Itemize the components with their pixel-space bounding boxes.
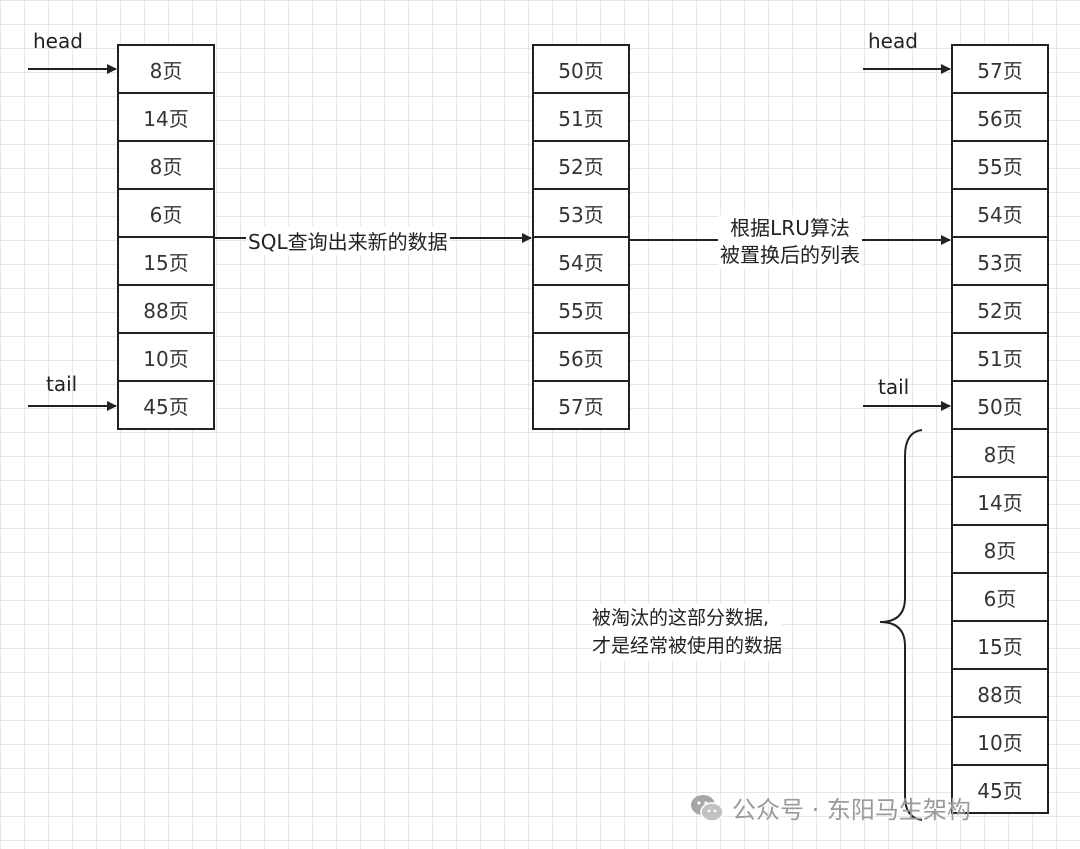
list-cell: 10页 [119, 334, 213, 382]
list-cell: 51页 [953, 334, 1047, 382]
list-cell: 56页 [534, 334, 628, 382]
arrow2-label-line2: 被置换后的列表 [720, 243, 860, 267]
right-tail-label: tail [878, 375, 910, 399]
list-cell: 88页 [119, 286, 213, 334]
right-page-list: 57页 56页 55页 54页 53页 52页 51页 50页 8页 14页 8… [951, 44, 1049, 814]
middle-page-list: 50页 51页 52页 53页 54页 55页 56页 57页 [532, 44, 630, 430]
arrow2-label: 根据LRU算法 被置换后的列表 [718, 215, 862, 269]
left-page-list: 8页 14页 8页 6页 15页 88页 10页 45页 [117, 44, 215, 430]
left-head-label: head [33, 29, 83, 53]
list-cell: 54页 [953, 190, 1047, 238]
arrow1-label: SQL查询出来新的数据 [246, 226, 450, 255]
wechat-icon [691, 794, 724, 822]
list-cell: 57页 [534, 382, 628, 428]
list-cell: 52页 [953, 286, 1047, 334]
list-cell: 52页 [534, 142, 628, 190]
list-cell: 53页 [534, 190, 628, 238]
list-cell: 45页 [953, 766, 1047, 812]
list-cell: 8页 [119, 142, 213, 190]
watermark-text: 公众号 · 东阳马生架构 [732, 796, 971, 824]
list-cell: 55页 [534, 286, 628, 334]
arrow2-label-line1: 根据LRU算法 [730, 216, 850, 240]
list-cell: 56页 [953, 94, 1047, 142]
brace-note-line1: 被淘汰的这部分数据, [592, 607, 770, 629]
curly-brace [879, 429, 923, 821]
watermark: 公众号 · 东阳马生架构 [690, 790, 971, 825]
list-cell: 45页 [119, 382, 213, 428]
left-tail-label: tail [46, 372, 78, 396]
list-cell: 14页 [953, 478, 1047, 526]
list-cell: 88页 [953, 670, 1047, 718]
right-head-label: head [868, 29, 918, 53]
list-cell: 6页 [119, 190, 213, 238]
list-cell: 8页 [953, 526, 1047, 574]
list-cell: 53页 [953, 238, 1047, 286]
list-cell: 50页 [534, 46, 628, 94]
list-cell: 50页 [953, 382, 1047, 430]
list-cell: 14页 [119, 94, 213, 142]
brace-note: 被淘汰的这部分数据, 才是经常被使用的数据 [592, 604, 783, 660]
list-cell: 15页 [119, 238, 213, 286]
list-cell: 15页 [953, 622, 1047, 670]
list-cell: 8页 [119, 46, 213, 94]
brace-note-line2: 才是经常被使用的数据 [592, 635, 783, 657]
list-cell: 57页 [953, 46, 1047, 94]
list-cell: 10页 [953, 718, 1047, 766]
list-cell: 8页 [953, 430, 1047, 478]
list-cell: 54页 [534, 238, 628, 286]
list-cell: 55页 [953, 142, 1047, 190]
list-cell: 51页 [534, 94, 628, 142]
list-cell: 6页 [953, 574, 1047, 622]
